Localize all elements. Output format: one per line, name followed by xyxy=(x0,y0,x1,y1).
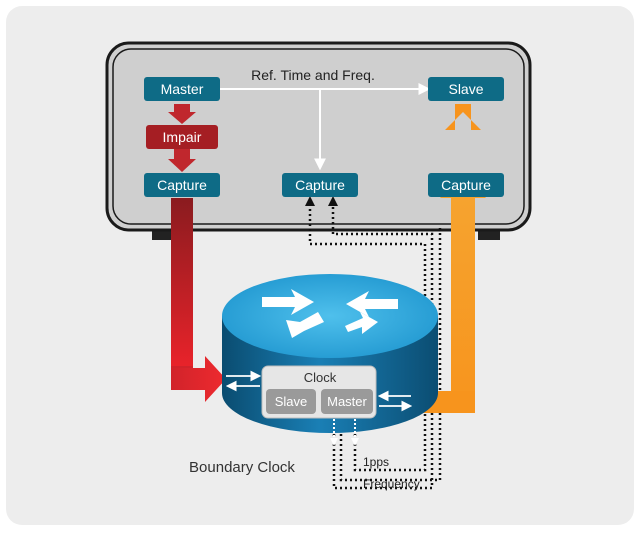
router-arrow-2 xyxy=(346,291,398,317)
frequency-arrowhead xyxy=(328,196,338,206)
capture-right-box xyxy=(428,173,504,197)
clock-slave-label: Slave xyxy=(275,394,308,409)
red-arrow-vertical xyxy=(171,198,193,366)
reference-lines xyxy=(220,83,431,171)
clock-slave-box xyxy=(266,389,316,414)
ref-time-freq-label: Ref. Time and Freq. xyxy=(251,67,375,83)
slave-box xyxy=(428,77,504,101)
capture-center-label: Capture xyxy=(295,177,345,193)
clock-label: Clock xyxy=(304,370,337,385)
capture-left-label: Capture xyxy=(157,177,207,193)
master-dot-arrow-1 xyxy=(330,438,338,446)
orange-arrow-capture-slave xyxy=(445,104,481,130)
instrument-inner-border xyxy=(112,48,525,225)
orange-arrow-up xyxy=(440,173,486,413)
master-output-dots xyxy=(333,419,356,440)
slave-label: Slave xyxy=(448,81,483,97)
impair-label: Impair xyxy=(163,129,202,145)
master-box xyxy=(144,77,220,101)
red-arrow-impair-capture xyxy=(168,149,196,172)
router-arrow-1 xyxy=(262,289,314,315)
master-dot-arrow-2 xyxy=(351,438,359,446)
capture-center-box xyxy=(282,173,358,197)
capture-right-label: Capture xyxy=(441,177,491,193)
red-arrow-master-impair xyxy=(168,104,196,124)
dotted-signal-lines xyxy=(308,204,442,490)
clock-master-box xyxy=(321,389,373,414)
router-arrows xyxy=(262,289,398,338)
capture-left-box xyxy=(144,173,220,197)
clock-side-arrows xyxy=(225,370,413,412)
master-label: Master xyxy=(161,81,204,97)
pps-label: 1pps xyxy=(363,455,389,469)
router-arrow-4 xyxy=(345,312,378,334)
frequency-path-a xyxy=(331,204,434,490)
red-arrow-horizontal xyxy=(171,356,226,402)
frequency-path-b xyxy=(339,226,442,482)
router-arrow-3 xyxy=(286,312,324,338)
pps-arrowhead xyxy=(305,196,315,206)
frequency-label: Frequency xyxy=(363,477,420,491)
clock-master-label: Master xyxy=(327,394,367,409)
boundary-clock-label: Boundary Clock xyxy=(189,459,295,476)
impair-box xyxy=(146,125,218,149)
router-top xyxy=(222,274,438,358)
